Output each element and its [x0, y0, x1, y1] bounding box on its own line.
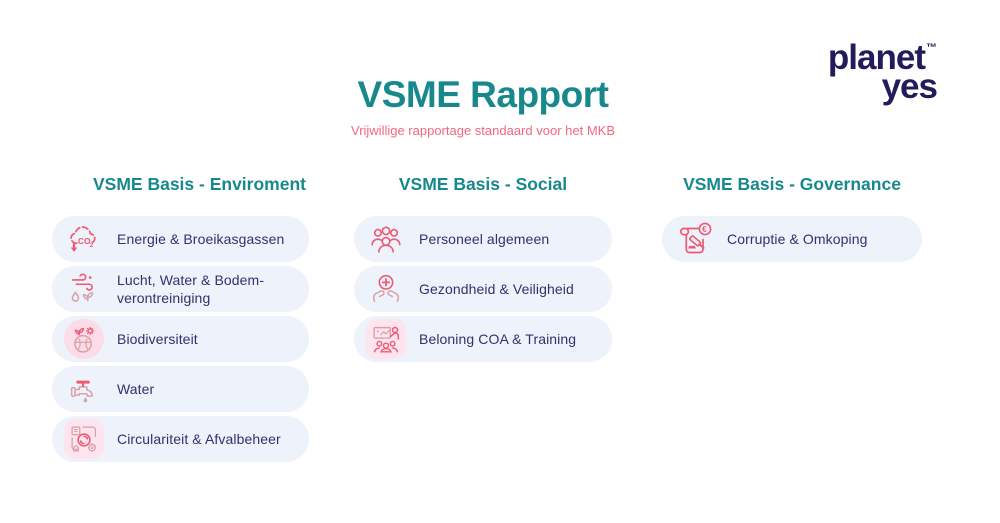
card-label: Corruptie & Omkoping	[727, 230, 868, 247]
card-label: Water	[117, 380, 155, 397]
card-label: Circulariteit & Afvalbeheer	[117, 430, 281, 447]
card-beloning-coa-training: Beloning COA & Training	[354, 316, 612, 362]
card-water: Water	[52, 366, 309, 412]
training-presentation-icon	[366, 319, 406, 359]
header-block: VSME Rapport Vrijwillige rapportage stan…	[233, 74, 733, 138]
water-tap-icon	[64, 369, 104, 409]
column-environment: VSME Basis - Enviroment CO 2 Energie & B…	[52, 174, 309, 466]
page-title: VSME Rapport	[357, 74, 609, 115]
card-biodiversiteit: Biodiversiteit	[52, 316, 309, 362]
card-label: Biodiversiteit	[117, 330, 198, 347]
card-energie-broeikasgassen: CO 2 Energie & Broeikasgassen	[52, 216, 309, 262]
svg-text:2: 2	[90, 242, 94, 249]
logo-line-planet: planet™	[827, 38, 937, 77]
people-group-icon	[366, 219, 406, 259]
gavel-scroll-euro-icon: €	[674, 219, 714, 259]
health-hands-cross-icon	[366, 269, 406, 309]
column-governance: VSME Basis - Governance € Corruptie & Om…	[662, 174, 922, 266]
card-gezondheid-veiligheid: Gezondheid & Veiligheid	[354, 266, 612, 312]
circularity-recycle-icon	[64, 419, 104, 459]
card-circulariteit-afvalbeheer: Circulariteit & Afvalbeheer	[52, 416, 309, 462]
card-personeel-algemeen: Personeel algemeen	[354, 216, 612, 262]
column-social-title: VSME Basis - Social	[398, 174, 568, 194]
planet-yes-logo: planet™ yes	[827, 38, 938, 106]
air-water-soil-icon	[64, 269, 104, 309]
svg-text:CO: CO	[78, 236, 91, 246]
card-label: Personeel algemeen	[419, 230, 550, 247]
svg-text:€: €	[702, 225, 707, 234]
column-governance-title: VSME Basis - Governance	[683, 174, 901, 194]
card-label: Energie & Broeikasgassen	[117, 230, 285, 247]
co2-cloud-icon: CO 2	[64, 219, 104, 259]
column-social: VSME Basis - Social Personeel algemeen	[354, 174, 612, 366]
card-label: Gezondheid & Veiligheid	[419, 280, 574, 297]
card-label: Lucht, Water & Bodem-verontreiniging	[117, 271, 265, 306]
logo-line-yes: yes	[881, 67, 938, 106]
column-environment-title: VSME Basis - Enviroment	[93, 174, 306, 194]
card-lucht-water-bodem: Lucht, Water & Bodem-verontreiniging	[52, 266, 309, 312]
trademark-symbol: ™	[926, 42, 937, 54]
card-corruptie-omkoping: € Corruptie & Omkoping	[662, 216, 922, 262]
card-label: Beloning COA & Training	[419, 330, 577, 347]
page-subtitle: Vrijwillige rapportage standaard voor he…	[351, 123, 615, 138]
biodiversity-globe-icon	[64, 319, 104, 359]
